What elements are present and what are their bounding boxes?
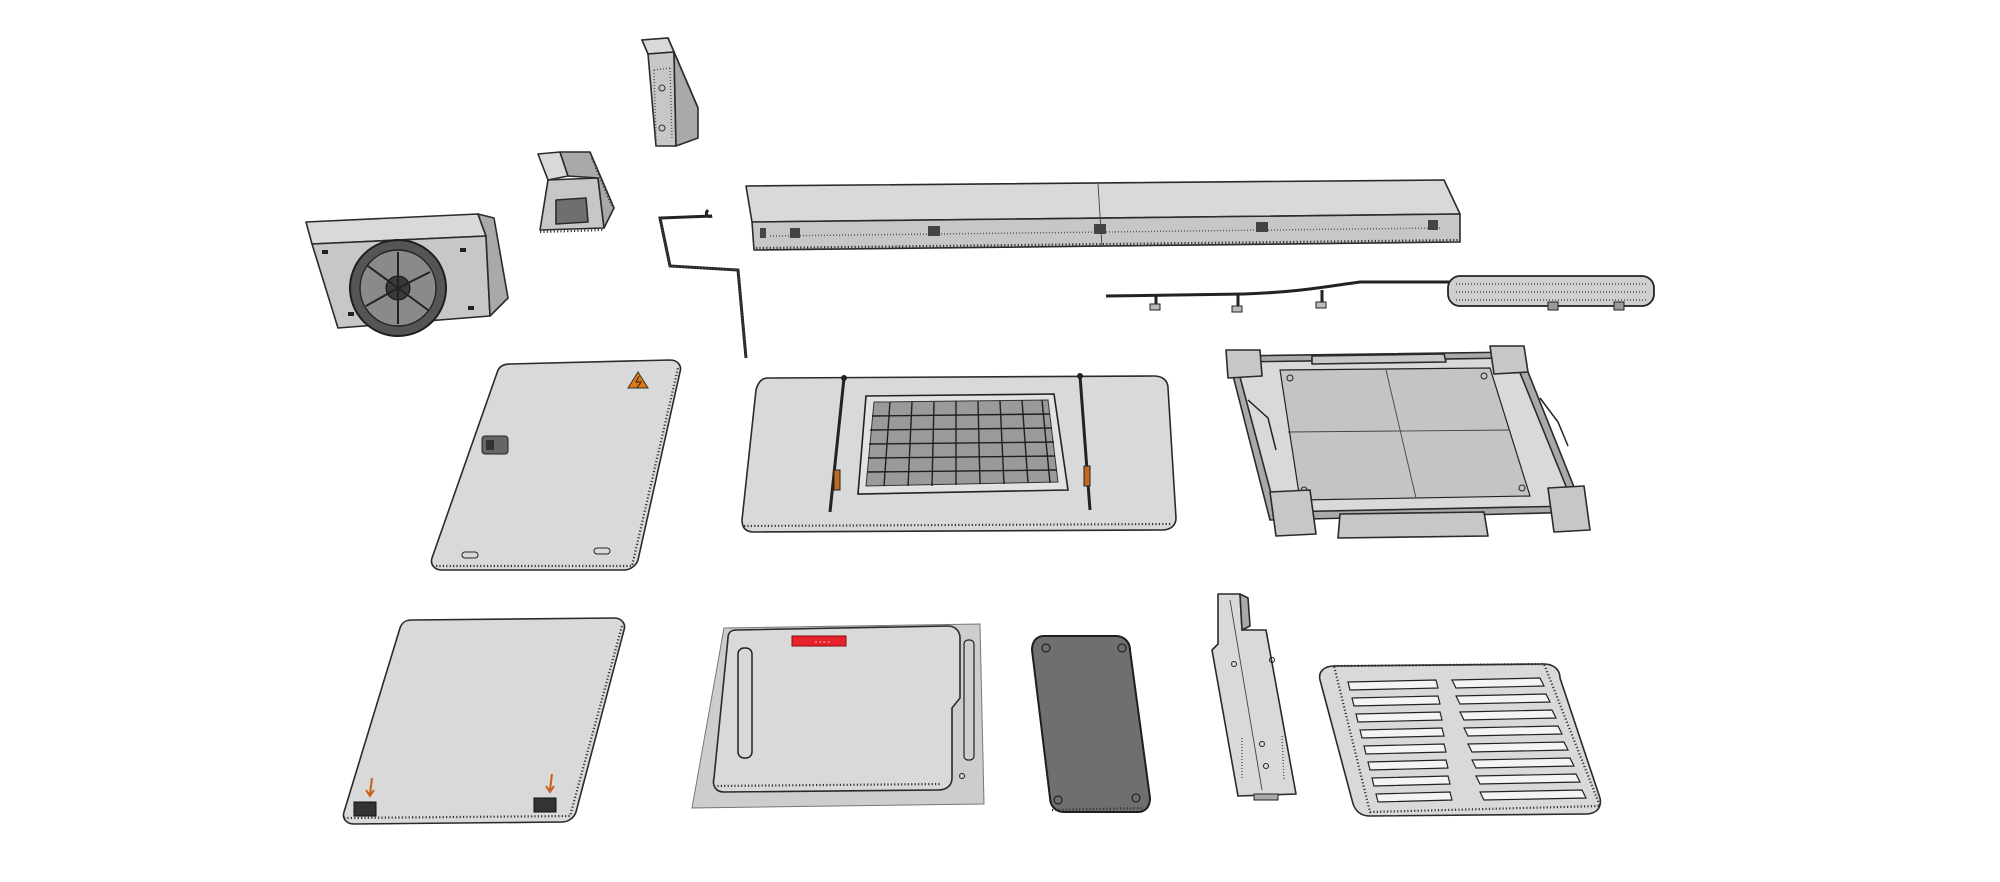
heater-tube-assembly bbox=[1105, 275, 1655, 313]
arrow-down-icon bbox=[545, 773, 555, 794]
framed-base-tray bbox=[1225, 345, 1591, 539]
foot-bracket-right bbox=[533, 797, 557, 813]
dark-cover-panel bbox=[1030, 635, 1152, 813]
control-cover-plate: ◦◦◦◦ bbox=[691, 623, 985, 809]
warning-label-text: ◦◦◦◦ bbox=[814, 639, 831, 647]
long-rail-bar bbox=[745, 179, 1461, 251]
corner-blocks bbox=[1225, 345, 1591, 537]
arrow-down-icon bbox=[365, 777, 375, 798]
door-latch bbox=[481, 435, 509, 455]
bent-rod bbox=[658, 208, 748, 359]
grid-mesh bbox=[866, 399, 1058, 487]
angled-mount-bracket bbox=[537, 151, 615, 234]
vent-grille-plate bbox=[1318, 662, 1602, 817]
fan-blades bbox=[365, 252, 431, 324]
slim-slide-bracket bbox=[1211, 593, 1297, 801]
foot-bracket-left bbox=[353, 801, 377, 817]
rail-connectors bbox=[760, 220, 1438, 238]
vent-slots bbox=[1347, 677, 1587, 803]
warning-label bbox=[791, 635, 847, 647]
bottom-cover-plate bbox=[342, 617, 626, 825]
access-door-panel bbox=[430, 359, 682, 571]
fan-housing-unit bbox=[305, 213, 509, 337]
electrical-hazard-icon bbox=[627, 371, 649, 389]
upright-bracket-block bbox=[641, 37, 699, 147]
grid-tray-plate bbox=[741, 373, 1177, 533]
